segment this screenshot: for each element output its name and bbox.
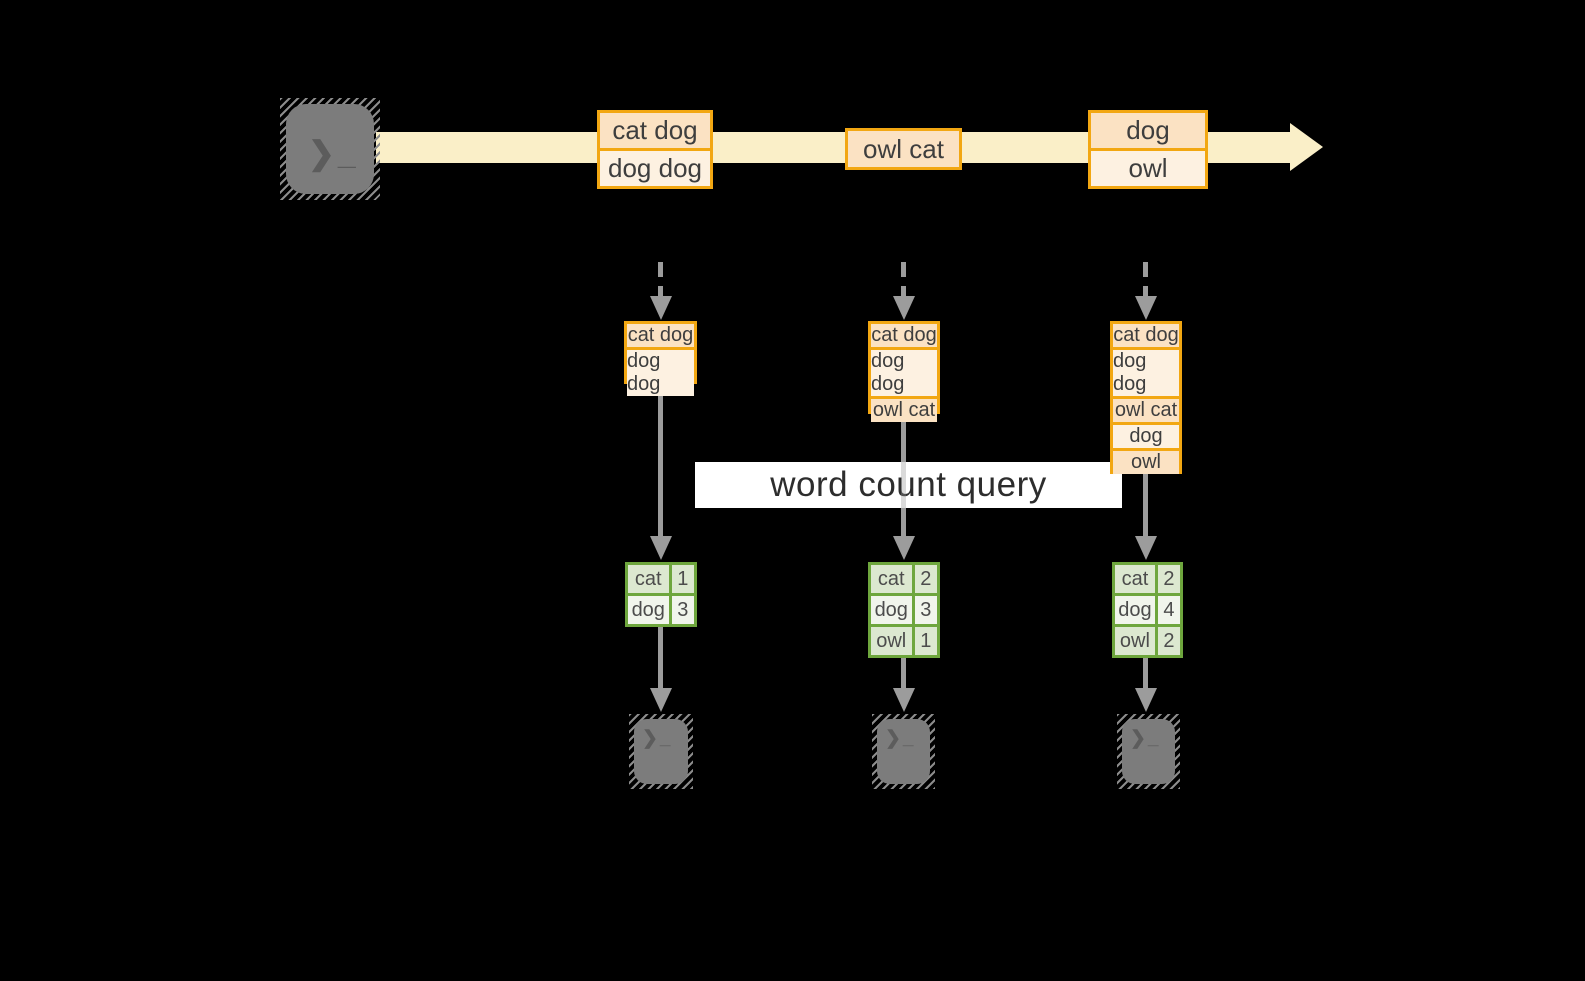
arrow-through-label (901, 462, 906, 508)
count-row: cat 2 (871, 565, 937, 593)
input-record: dog dog (627, 350, 694, 396)
count-row: dog 4 (1115, 596, 1180, 624)
query-arrow-line-3 (1143, 474, 1148, 536)
terminal-screen (286, 104, 374, 194)
terminal-screen (1122, 719, 1175, 784)
query-label-box: word count query (695, 462, 1122, 508)
input-record: owl cat (871, 399, 937, 422)
ingest-arrowhead-1 (650, 296, 672, 320)
query-arrowhead-1 (650, 536, 672, 560)
stream-arrowhead-icon (1290, 123, 1323, 171)
stream-batch-1: cat dog dog dog (597, 110, 713, 189)
word-cell: owl (1115, 627, 1155, 655)
count-cell: 2 (1157, 627, 1180, 655)
word-cell: owl (871, 627, 912, 655)
stream-record: dog (1091, 113, 1205, 148)
terminal-prompt-icon: ❯_ (308, 135, 359, 171)
input-record: owl (1113, 451, 1179, 474)
input-record: dog dog (871, 350, 937, 396)
count-cell: 4 (1157, 596, 1180, 624)
count-row: dog 3 (871, 596, 937, 624)
query-arrowhead-3 (1135, 536, 1157, 560)
output-arrowhead-1 (650, 688, 672, 712)
count-cell: 1 (914, 627, 937, 655)
terminal-prompt-icon: ❯_ (642, 728, 673, 749)
input-table-2: cat dog dog dog owl cat (868, 321, 940, 422)
count-table-3: cat 2 dog 4 owl 2 (1112, 562, 1183, 658)
sink-terminal-icon-3: ❯_ (1117, 714, 1180, 789)
query-arrowhead-2 (893, 536, 915, 560)
input-table-3: cat dog dog dog owl cat dog owl (1110, 321, 1182, 474)
input-record: cat dog (1113, 324, 1179, 347)
word-cell: cat (1115, 565, 1155, 593)
query-label: word count query (770, 465, 1047, 504)
count-row: cat 1 (628, 565, 694, 593)
ingest-arrow-dash-2 (901, 262, 906, 298)
count-row: owl 2 (1115, 627, 1180, 655)
sink-terminal-icon-2: ❯_ (872, 714, 935, 789)
terminal-screen (877, 719, 930, 784)
stream-record: owl cat (848, 131, 959, 167)
word-cell: dog (1115, 596, 1155, 624)
ingest-arrow-dash-1 (658, 262, 663, 298)
word-cell: cat (871, 565, 912, 593)
input-record: cat dog (627, 324, 694, 347)
word-cell: dog (871, 596, 912, 624)
output-arrowhead-3 (1135, 688, 1157, 712)
input-record: dog dog (1113, 350, 1179, 396)
stream-batch-2: owl cat (845, 128, 962, 170)
terminal-prompt-icon: ❯_ (885, 728, 916, 749)
word-cell: dog (628, 596, 669, 624)
input-table-1: cat dog dog dog (624, 321, 697, 396)
count-cell: 2 (914, 565, 937, 593)
output-arrow-line-2 (901, 658, 906, 688)
count-row: dog 3 (628, 596, 694, 624)
input-record: cat dog (871, 324, 937, 347)
stream-record: owl (1091, 151, 1205, 186)
count-cell: 3 (914, 596, 937, 624)
count-cell: 3 (671, 596, 694, 624)
ingest-arrowhead-2 (893, 296, 915, 320)
stream-batch-3: dog owl (1088, 110, 1208, 189)
count-table-1: cat 1 dog 3 (625, 562, 697, 627)
output-arrow-line-1 (658, 627, 663, 688)
sink-terminal-icon-1: ❯_ (629, 714, 693, 789)
count-cell: 1 (671, 565, 694, 593)
source-terminal-icon: ❯_ (280, 98, 380, 200)
count-cell: 2 (1157, 565, 1180, 593)
count-row: cat 2 (1115, 565, 1180, 593)
ingest-arrowhead-3 (1135, 296, 1157, 320)
terminal-screen (634, 719, 688, 784)
stream-record: dog dog (600, 151, 710, 186)
output-arrow-line-3 (1143, 658, 1148, 688)
count-table-2: cat 2 dog 3 owl 1 (868, 562, 940, 658)
output-arrowhead-2 (893, 688, 915, 712)
count-row: owl 1 (871, 627, 937, 655)
query-arrow-line-1 (658, 384, 663, 536)
terminal-prompt-icon: ❯_ (1130, 728, 1161, 749)
ingest-arrow-dash-3 (1143, 262, 1148, 298)
word-cell: cat (628, 565, 669, 593)
input-record: owl cat (1113, 399, 1179, 422)
input-record: dog (1113, 425, 1179, 448)
stream-record: cat dog (600, 113, 710, 148)
